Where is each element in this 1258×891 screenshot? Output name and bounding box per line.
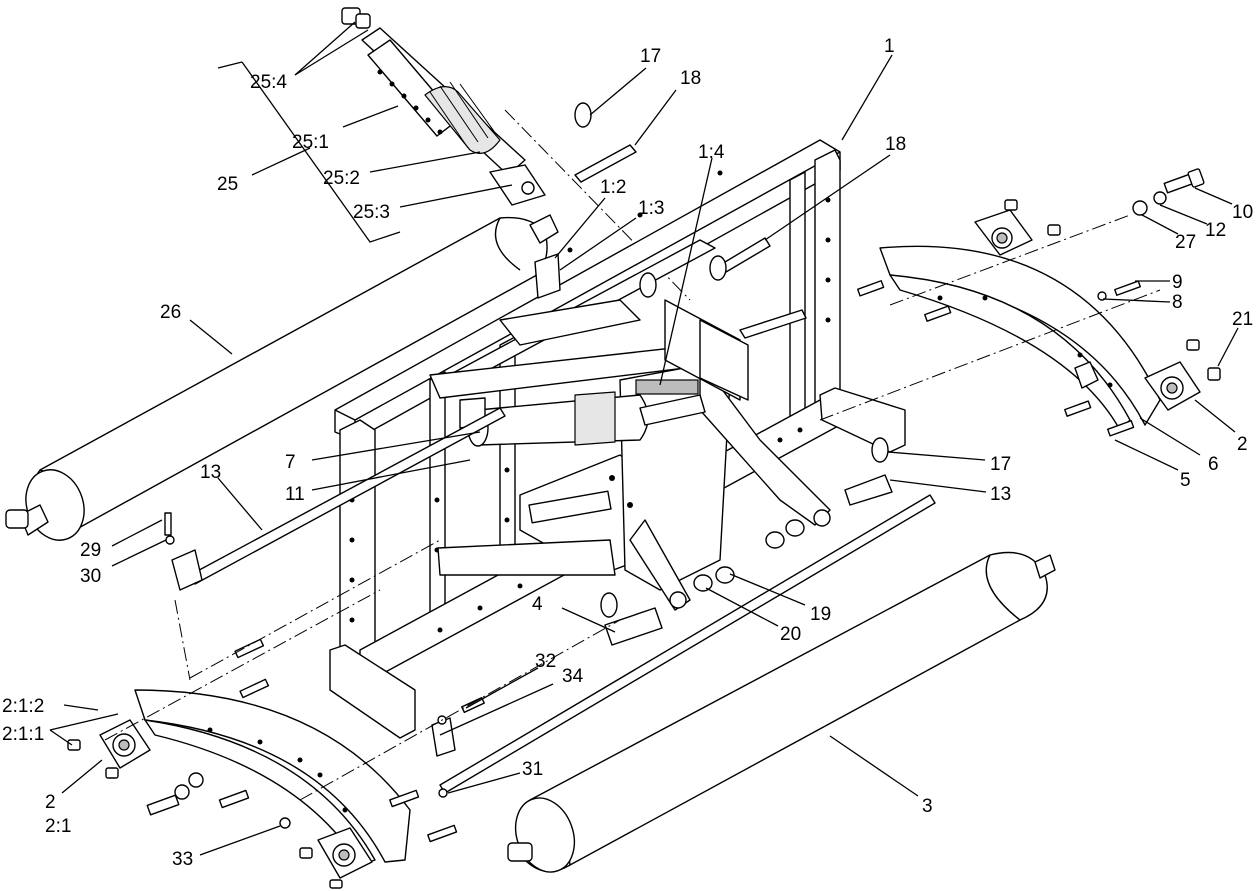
bearing-left-2 — [99, 719, 151, 769]
label-7: 7 — [285, 452, 296, 473]
label-12: 12 — [1205, 220, 1226, 241]
label-4: 4 — [532, 594, 543, 615]
label-33: 33 — [172, 849, 193, 870]
callout-labels: 1 17 18 18 1:4 1:2 1:3 25:4 25:1 25:2 25… — [2, 36, 1253, 870]
label-18-top: 18 — [680, 68, 701, 89]
label-26: 26 — [160, 302, 181, 323]
label-2-1-1: 2:1:1 — [2, 724, 44, 745]
bearing-right-2 — [1144, 361, 1201, 411]
hydraulic-cylinder-25 — [341, 7, 691, 301]
label-10: 10 — [1232, 202, 1253, 223]
label-21: 21 — [1232, 309, 1253, 330]
label-29: 29 — [80, 540, 101, 561]
label-9: 9 — [1172, 272, 1183, 293]
label-30: 30 — [80, 566, 101, 587]
roller-3 — [507, 551, 1056, 873]
label-3: 3 — [922, 796, 933, 817]
label-2-right: 2 — [1237, 434, 1248, 455]
label-1: 1 — [884, 36, 895, 57]
washers-nuts — [693, 519, 805, 592]
label-19: 19 — [810, 604, 831, 625]
label-6: 6 — [1208, 454, 1219, 475]
label-1-3: 1:3 — [638, 198, 664, 219]
pins — [574, 102, 893, 646]
label-20: 20 — [780, 624, 801, 645]
label-25-4: 25:4 — [250, 72, 287, 93]
label-27: 27 — [1175, 232, 1196, 253]
right-hardware — [819, 168, 1221, 437]
label-31: 31 — [522, 759, 543, 780]
label-5: 5 — [1180, 470, 1191, 491]
label-32: 32 — [535, 651, 556, 672]
roller-26 — [5, 214, 559, 541]
label-13-left: 13 — [200, 462, 221, 483]
label-34: 34 — [562, 666, 584, 687]
bearing-upper-right — [974, 209, 1033, 256]
label-1-4: 1:4 — [698, 142, 725, 163]
label-1-2: 1:2 — [600, 177, 626, 198]
label-17-top: 17 — [640, 46, 661, 67]
label-2-1-2: 2:1:2 — [2, 696, 44, 717]
strap-13 — [171, 407, 936, 794]
label-25: 25 — [217, 174, 238, 195]
label-18-right: 18 — [885, 134, 906, 155]
leader-lines — [49, 21, 1239, 856]
label-25-2: 25:2 — [323, 168, 360, 189]
label-25-1: 25:1 — [292, 132, 329, 153]
label-25-3: 25:3 — [353, 202, 390, 223]
label-2-left: 2 — [45, 792, 56, 813]
side-plate-6 — [879, 245, 1161, 431]
label-17-right: 17 — [990, 454, 1011, 475]
label-2-1: 2:1 — [45, 816, 71, 837]
label-8: 8 — [1172, 292, 1183, 313]
bearing-lower-left — [317, 827, 373, 879]
label-11: 11 — [285, 484, 305, 505]
label-13-right: 13 — [990, 484, 1011, 505]
